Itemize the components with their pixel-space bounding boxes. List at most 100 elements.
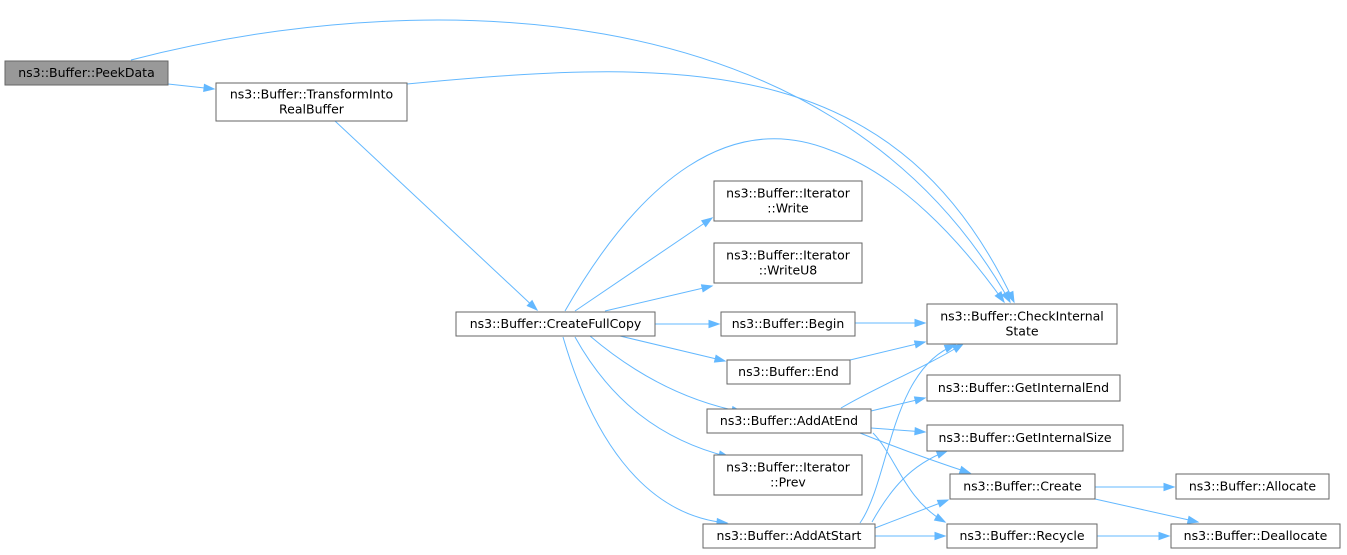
edge-line xyxy=(871,450,948,523)
node-label-line: ns3::Buffer::Create xyxy=(963,479,1082,494)
node-label-line: RealBuffer xyxy=(279,102,345,117)
edge-end-checkstate xyxy=(849,340,927,361)
edge-fullcopy-checkstate xyxy=(564,138,1005,312)
node-end[interactable]: ns3::Buffer::End xyxy=(726,359,851,385)
edge-fullcopy-addatstart xyxy=(562,336,729,527)
node-getsize[interactable]: ns3::Buffer::GetInternalSize xyxy=(926,424,1124,452)
edge-line xyxy=(859,432,971,474)
node-box[interactable] xyxy=(1170,523,1341,549)
node-box[interactable] xyxy=(949,473,1096,500)
node-label-line: ns3::Buffer::End xyxy=(738,364,839,379)
edge-addatstart-checkstate xyxy=(859,344,957,524)
edge-fullcopy-itprev xyxy=(574,336,731,459)
node-peekdata[interactable]: ns3::Buffer::PeekData xyxy=(4,60,169,86)
node-allocate[interactable]: ns3::Buffer::Allocate xyxy=(1175,473,1330,500)
edge-line xyxy=(406,71,1015,303)
edge-create-allocate xyxy=(1095,482,1176,492)
edge-line xyxy=(334,120,538,311)
node-box[interactable] xyxy=(706,408,872,434)
edge-arrowhead xyxy=(943,344,957,353)
edge-arrowhead xyxy=(700,217,714,228)
node-label-line: ns3::Buffer::GetInternalSize xyxy=(938,430,1111,445)
edge-transform-checkstate xyxy=(406,71,1015,304)
edge-addatend-checkstate xyxy=(840,343,965,409)
edge-arrowhead xyxy=(914,427,927,436)
node-label-line: ns3::Buffer::AddAtStart xyxy=(717,528,862,543)
edge-arrowhead xyxy=(1005,290,1015,304)
edge-arrowhead xyxy=(708,319,721,329)
edge-arrowhead xyxy=(913,396,927,405)
node-begin[interactable]: ns3::Buffer::Begin xyxy=(720,311,856,337)
edge-transform-fullcopy xyxy=(334,120,539,312)
node-getend[interactable]: ns3::Buffer::GetInternalEnd xyxy=(926,374,1121,402)
node-box[interactable] xyxy=(702,523,876,549)
edge-begin-checkstate xyxy=(855,318,927,328)
node-label-line: ns3::Buffer::CheckInternal xyxy=(940,309,1104,324)
node-create[interactable]: ns3::Buffer::Create xyxy=(949,473,1096,500)
edge-fullcopy-end xyxy=(619,335,727,363)
edges-layer xyxy=(130,19,1200,541)
node-itprev[interactable]: ns3::Buffer::Iterator::Prev xyxy=(713,454,863,496)
edge-arrowhead xyxy=(700,284,714,293)
node-box[interactable] xyxy=(713,242,863,284)
node-label-line: ns3::Buffer::Begin xyxy=(732,316,845,331)
edge-create-deallocate xyxy=(1094,498,1200,524)
edge-arrowhead xyxy=(933,513,947,523)
edge-fullcopy-addatend xyxy=(589,335,744,415)
edge-line xyxy=(574,217,713,312)
edge-peekdata-transform xyxy=(167,83,216,93)
edge-line xyxy=(872,432,946,523)
edge-addatend-recycle xyxy=(872,432,947,523)
node-box[interactable] xyxy=(455,311,656,337)
edge-arrowhead xyxy=(1186,515,1200,524)
node-box[interactable] xyxy=(720,311,856,337)
nodes-layer: ns3::Buffer::PeekDatans3::Buffer::Transf… xyxy=(4,60,1341,549)
edge-line xyxy=(589,335,743,413)
node-deallocate[interactable]: ns3::Buffer::Deallocate xyxy=(1170,523,1341,549)
node-fullcopy[interactable]: ns3::Buffer::CreateFullCopy xyxy=(455,311,656,337)
edge-arrowhead xyxy=(934,531,947,541)
node-addatstart[interactable]: ns3::Buffer::AddAtStart xyxy=(702,523,876,549)
node-box[interactable] xyxy=(713,180,863,222)
node-label-line: ns3::Buffer::PeekData xyxy=(18,65,155,80)
node-itwrite[interactable]: ns3::Buffer::Iterator::Write xyxy=(713,180,863,222)
edge-fullcopy-itwrite xyxy=(574,217,714,312)
edge-arrowhead xyxy=(951,343,965,354)
edge-fullcopy-itwriteu8 xyxy=(604,284,714,312)
edge-recycle-deallocate xyxy=(1097,531,1171,541)
edge-arrowhead xyxy=(203,83,216,93)
edge-peekdata-checkstate xyxy=(130,19,1011,304)
node-box[interactable] xyxy=(926,374,1121,402)
node-label-line: ns3::Buffer::CreateFullCopy xyxy=(470,316,642,331)
node-label-line: ns3::Buffer::GetInternalEnd xyxy=(938,380,1109,395)
node-box[interactable] xyxy=(926,303,1118,345)
node-box[interactable] xyxy=(726,359,851,385)
node-box[interactable] xyxy=(215,82,408,122)
edge-line xyxy=(564,138,1005,312)
node-box[interactable] xyxy=(1175,473,1330,500)
edge-line xyxy=(859,344,956,524)
node-box[interactable] xyxy=(4,60,169,86)
node-box[interactable] xyxy=(946,523,1098,549)
edge-line xyxy=(562,336,728,524)
edge-arrowhead xyxy=(994,291,1005,304)
node-label-line: ns3::Buffer::Iterator xyxy=(726,248,851,263)
node-box[interactable] xyxy=(926,424,1124,452)
edge-arrowhead xyxy=(526,299,539,312)
edge-addatstart-create xyxy=(874,499,950,529)
edge-arrowhead xyxy=(914,318,927,328)
node-addatend[interactable]: ns3::Buffer::AddAtEnd xyxy=(706,408,872,434)
node-label-line: ns3::Buffer::Allocate xyxy=(1189,479,1317,494)
edge-arrowhead xyxy=(935,450,949,459)
edge-line xyxy=(840,343,964,409)
node-box[interactable] xyxy=(713,454,863,496)
node-label-line: ns3::Buffer::Deallocate xyxy=(1184,528,1328,543)
node-label-line: State xyxy=(1005,324,1038,339)
edge-arrowhead xyxy=(913,340,927,349)
edge-arrowhead xyxy=(936,499,950,508)
node-itwriteu8[interactable]: ns3::Buffer::Iterator::WriteU8 xyxy=(713,242,863,284)
node-recycle[interactable]: ns3::Buffer::Recycle xyxy=(946,523,1098,549)
